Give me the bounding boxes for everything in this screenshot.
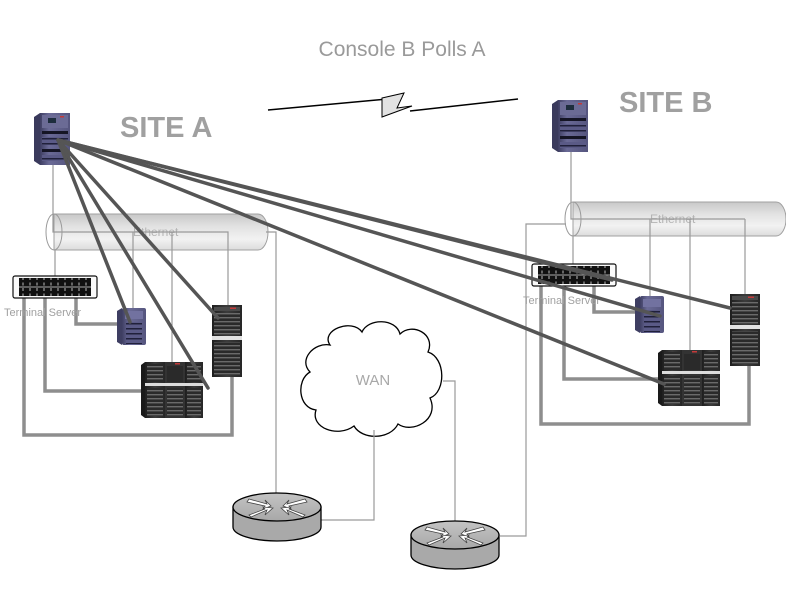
site-a-serial-links bbox=[22, 296, 234, 437]
diagram-title: Console B Polls A bbox=[319, 38, 486, 61]
wan-label: WAN bbox=[356, 372, 390, 389]
site-a-router-icon[interactable] bbox=[232, 492, 322, 542]
site-b-tower-server-icon[interactable] bbox=[730, 294, 760, 366]
wan-link-lightning-icon bbox=[267, 92, 519, 118]
site-b-router-icon[interactable] bbox=[410, 520, 500, 570]
poll-link-a-workstation bbox=[56, 138, 132, 324]
poll-link-a-tower bbox=[56, 138, 220, 320]
site-a-rack-server-icon[interactable] bbox=[141, 362, 203, 418]
site-b-terminal-server-label: Terminal Server bbox=[523, 295, 600, 307]
site-b-serial-links bbox=[539, 282, 751, 426]
site-a-terminal-server-icon[interactable] bbox=[12, 275, 98, 299]
site-a-terminal-server-label: Terminal Server bbox=[4, 307, 81, 319]
wan-cloud-icon: WAN bbox=[300, 321, 443, 437]
poll-link-b-workstation bbox=[56, 138, 662, 318]
poll-link-b-tower bbox=[56, 138, 732, 310]
polling-links bbox=[56, 138, 732, 390]
wan-links bbox=[318, 380, 456, 522]
site-a-workstation-icon[interactable] bbox=[117, 308, 146, 345]
site-a-label: SITE A bbox=[120, 112, 212, 144]
poll-link-a-rack bbox=[56, 138, 210, 390]
site-b-label: SITE B bbox=[619, 87, 712, 119]
poll-link-b-rack bbox=[56, 138, 666, 386]
site-b-console-server-icon[interactable] bbox=[552, 100, 588, 152]
site-b-rack-server-icon[interactable] bbox=[658, 350, 720, 406]
